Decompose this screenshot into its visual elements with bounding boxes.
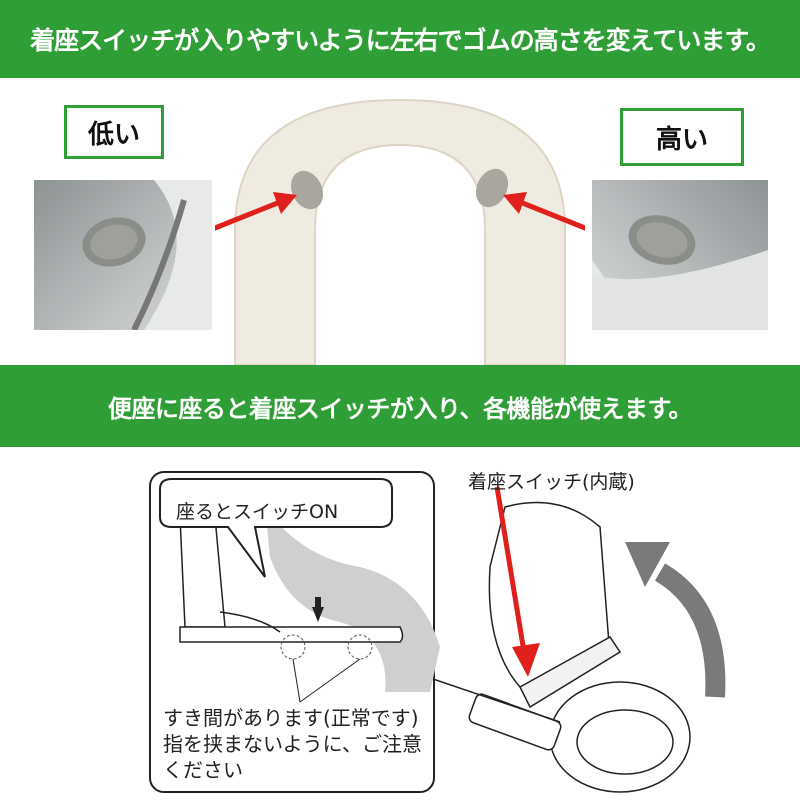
caution-line-3: ください [163, 758, 243, 782]
toilet-seat-photo [215, 98, 585, 365]
caution-line-1: すき間があります(正常です) [163, 706, 419, 730]
header-text: 着座スイッチが入りやすいように左右でゴムの高さを変えています。 [30, 26, 771, 55]
bubble-text: 座るとスイッチON [176, 501, 339, 523]
speech-bubble [159, 478, 393, 578]
high-label: 高い [620, 108, 744, 166]
subheader-text: 便座に座ると着座スイッチが入り、各機能が使えます。 [107, 394, 693, 423]
caution-line-2: 指を挟まないように、ご注意 [163, 732, 422, 756]
high-rubber-photo [592, 180, 768, 330]
low-rubber-photo [34, 180, 212, 330]
switch-label: 着座スイッチ(内蔵) [468, 471, 635, 493]
header-banner: 着座スイッチが入りやすいように左右でゴムの高さを変えています。 [0, 0, 800, 78]
high-rubber-closeup [592, 215, 768, 330]
red-arrow-switch [494, 486, 540, 677]
gray-rotate-arrow [625, 542, 726, 698]
low-label: 低い [64, 105, 164, 159]
diagram-illustration [149, 471, 726, 793]
red-arrow-right [503, 192, 585, 231]
low-rubber-closeup [82, 180, 212, 330]
low-label-text: 低い [87, 119, 140, 150]
subheader-banner: 便座に座ると着座スイッチが入り、各機能が使えます。 [0, 365, 800, 447]
high-label-text: 高い [655, 124, 708, 155]
red-arrow-left [215, 192, 297, 231]
